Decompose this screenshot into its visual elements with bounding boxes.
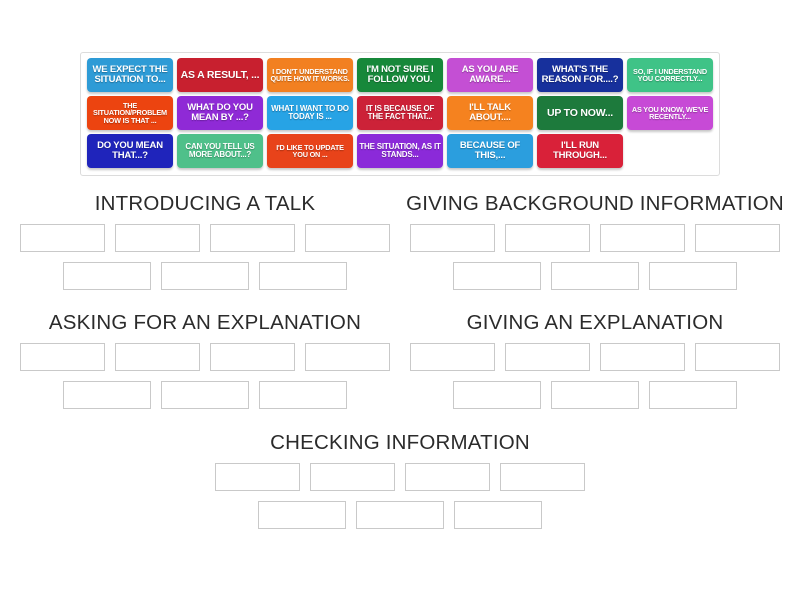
phrase-tile[interactable]: BECAUSE OF THIS,... [447, 134, 533, 168]
drop-zone[interactable] [215, 462, 300, 491]
drop-zone[interactable] [600, 223, 685, 252]
phrase-tile[interactable]: THE SITUATION, AS IT STANDS... [357, 134, 443, 168]
drop-zone-group [15, 223, 395, 290]
drop-zone-row [15, 342, 395, 371]
drop-zone-row [15, 223, 395, 252]
category-giving-an-explanation: GIVING AN EXPLANATION [405, 311, 785, 409]
drop-zone[interactable] [63, 261, 151, 290]
drop-zone[interactable] [405, 462, 490, 491]
drop-zone[interactable] [695, 223, 780, 252]
phrase-tile[interactable]: SO, IF I UNDERSTAND YOU CORRECTLY... [627, 58, 713, 92]
drop-zone-row [405, 342, 785, 371]
drop-zone[interactable] [410, 223, 495, 252]
drop-zone[interactable] [356, 500, 444, 529]
drop-zone-row [405, 261, 785, 290]
phrase-tile[interactable]: WE EXPECT THE SITUATION TO... [87, 58, 173, 92]
drop-zone[interactable] [115, 223, 200, 252]
drop-zone[interactable] [500, 462, 585, 491]
phrase-tile[interactable]: THE SITUATION/PROBLEM NOW IS THAT ... [87, 96, 173, 130]
drop-zone-row [15, 261, 395, 290]
drop-zone[interactable] [649, 380, 737, 409]
drop-zone[interactable] [210, 223, 295, 252]
category-title: CHECKING INFORMATION [270, 431, 530, 454]
drop-zone-row [15, 380, 395, 409]
tile-row: DO YOU MEAN THAT...?CAN YOU TELL US MORE… [85, 134, 715, 170]
word-tile-bank: WE EXPECT THE SITUATION TO...AS A RESULT… [80, 52, 720, 176]
drop-zone[interactable] [551, 380, 639, 409]
drop-zone[interactable] [649, 261, 737, 290]
drop-zone[interactable] [115, 342, 200, 371]
phrase-tile[interactable]: UP TO NOW... [537, 96, 623, 130]
drop-zone[interactable] [600, 342, 685, 371]
drop-zone[interactable] [505, 223, 590, 252]
category-title: ASKING FOR AN EXPLANATION [48, 311, 362, 334]
drop-zone[interactable] [258, 500, 346, 529]
phrase-tile[interactable]: IT IS BECAUSE OF THE FACT THAT... [357, 96, 443, 130]
drop-zone[interactable] [259, 380, 347, 409]
phrase-tile[interactable]: AS YOU ARE AWARE... [447, 58, 533, 92]
phrase-tile[interactable]: I DON'T UNDERSTAND QUITE HOW IT WORKS. [267, 58, 353, 92]
drop-zone[interactable] [453, 261, 541, 290]
drop-zone[interactable] [305, 342, 390, 371]
phrase-tile[interactable]: WHAT'S THE REASON FOR....? [537, 58, 623, 92]
drop-zone-group [15, 342, 395, 409]
drop-zone-row [405, 380, 785, 409]
drop-zone-row [405, 223, 785, 252]
drop-zone[interactable] [454, 500, 542, 529]
phrase-tile[interactable]: DO YOU MEAN THAT...? [87, 134, 173, 168]
drop-zone[interactable] [695, 342, 780, 371]
phrase-tile[interactable]: I'M NOT SURE I FOLLOW YOU. [357, 58, 443, 92]
drop-zone[interactable] [210, 342, 295, 371]
phrase-tile[interactable]: I'LL RUN THROUGH... [537, 134, 623, 168]
drop-zone-row [210, 500, 590, 529]
drop-zone[interactable] [161, 261, 249, 290]
drop-zone[interactable] [20, 223, 105, 252]
tile-slot-empty [627, 134, 713, 168]
phrase-tile[interactable]: AS YOU KNOW, WE'VE RECENTLY... [627, 96, 713, 130]
category-title: GIVING BACKGROUND INFORMATION [406, 192, 784, 215]
category-asking-for-an-explanation: ASKING FOR AN EXPLANATION [15, 311, 395, 409]
phrase-tile[interactable]: I'LL TALK ABOUT.... [447, 96, 533, 130]
tile-row: THE SITUATION/PROBLEM NOW IS THAT ...WHA… [85, 96, 715, 132]
drop-zone[interactable] [310, 462, 395, 491]
drop-zone[interactable] [20, 342, 105, 371]
phrase-tile[interactable]: AS A RESULT, ... [177, 58, 263, 92]
drop-zone-row [210, 462, 590, 491]
tile-row: WE EXPECT THE SITUATION TO...AS A RESULT… [85, 58, 715, 94]
category-giving-background-information: GIVING BACKGROUND INFORMATION [405, 192, 785, 290]
drop-zone[interactable] [453, 380, 541, 409]
drop-zone[interactable] [505, 342, 590, 371]
drop-zone[interactable] [410, 342, 495, 371]
phrase-tile[interactable]: WHAT DO YOU MEAN BY ...? [177, 96, 263, 130]
drop-zone-group [405, 342, 785, 409]
drop-zone[interactable] [161, 380, 249, 409]
drop-zone[interactable] [259, 261, 347, 290]
drop-zone[interactable] [305, 223, 390, 252]
category-title: INTRODUCING A TALK [94, 192, 316, 215]
category-checking-information: CHECKING INFORMATION [210, 431, 590, 529]
category-title: GIVING AN EXPLANATION [466, 311, 724, 334]
drop-zone-group [405, 223, 785, 290]
drop-zone[interactable] [63, 380, 151, 409]
phrase-tile[interactable]: I'D LIKE TO UPDATE YOU ON ... [267, 134, 353, 168]
category-introducing-a-talk: INTRODUCING A TALK [15, 192, 395, 290]
drop-zone-group [210, 462, 590, 529]
drop-zone[interactable] [551, 261, 639, 290]
phrase-tile[interactable]: WHAT I WANT TO DO TODAY IS ... [267, 96, 353, 130]
phrase-tile[interactable]: CAN YOU TELL US MORE ABOUT...? [177, 134, 263, 168]
